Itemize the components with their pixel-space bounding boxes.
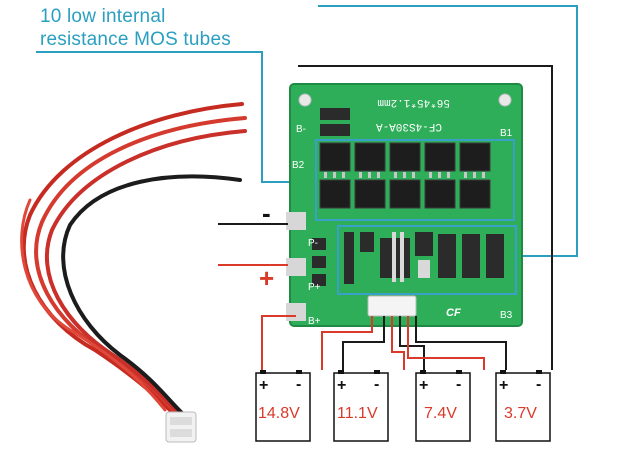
battery-wiring: [261, 65, 553, 370]
pcb-board: CF-4S30A-A 56*45*1.2mm B- B1 B2 B3 P- P+…: [286, 83, 523, 327]
battery-3-plus: +: [419, 377, 428, 394]
pad-b-plus: [286, 303, 306, 321]
battery-2-minus: -: [374, 376, 379, 393]
battery-1: + - 14.8V: [255, 370, 311, 442]
board-label-b1: B1: [500, 128, 513, 139]
battery-3-voltage: 7.4V: [424, 405, 457, 422]
protection-ic-highlight: [337, 225, 517, 295]
board-label-b2: B2: [292, 160, 305, 171]
board-size-label: 56*45*1.2mm: [377, 96, 450, 108]
wire-bundle: [20, 102, 247, 417]
battery-4-minus: -: [536, 376, 541, 393]
board-model-label: CF-4S30A-A: [376, 120, 442, 132]
battery-4-plus: +: [499, 377, 508, 394]
board-label-p-minus: P-: [308, 238, 318, 249]
battery-4: + - 3.7V: [495, 370, 551, 442]
battery-3: + - 7.4V: [415, 370, 471, 442]
pad-p-minus: [286, 212, 306, 230]
board-label-b-minus: B-: [296, 124, 306, 135]
battery-2-voltage: 11.1V: [337, 405, 378, 422]
battery-1-voltage: 14.8V: [258, 405, 300, 422]
wire-connector: [165, 411, 197, 443]
plus-terminal-symbol: +: [259, 263, 274, 293]
balance-connector: [367, 295, 417, 317]
callout-line-1: 10 low internal: [40, 6, 166, 27]
board-logo: CF: [446, 307, 461, 319]
callout-line-2: resistance MOS tubes: [40, 29, 231, 50]
board-label-p-plus: P+: [308, 282, 321, 293]
battery-4-voltage: 3.7V: [504, 405, 537, 422]
battery-1-minus: -: [296, 376, 301, 393]
board-label-b-plus: B+: [308, 316, 321, 327]
minus-terminal-symbol: -: [262, 198, 271, 228]
mos-tubes: [319, 142, 491, 209]
battery-3-minus: -: [456, 376, 461, 393]
pad-p-plus: [286, 258, 306, 276]
battery-2-plus: +: [337, 377, 346, 394]
output-leads: - +: [218, 198, 288, 293]
battery-2: + - 11.1V: [333, 370, 389, 442]
board-label-b3: B3: [500, 310, 513, 321]
mos-highlight: [315, 139, 515, 221]
battery-1-plus: +: [259, 377, 268, 394]
